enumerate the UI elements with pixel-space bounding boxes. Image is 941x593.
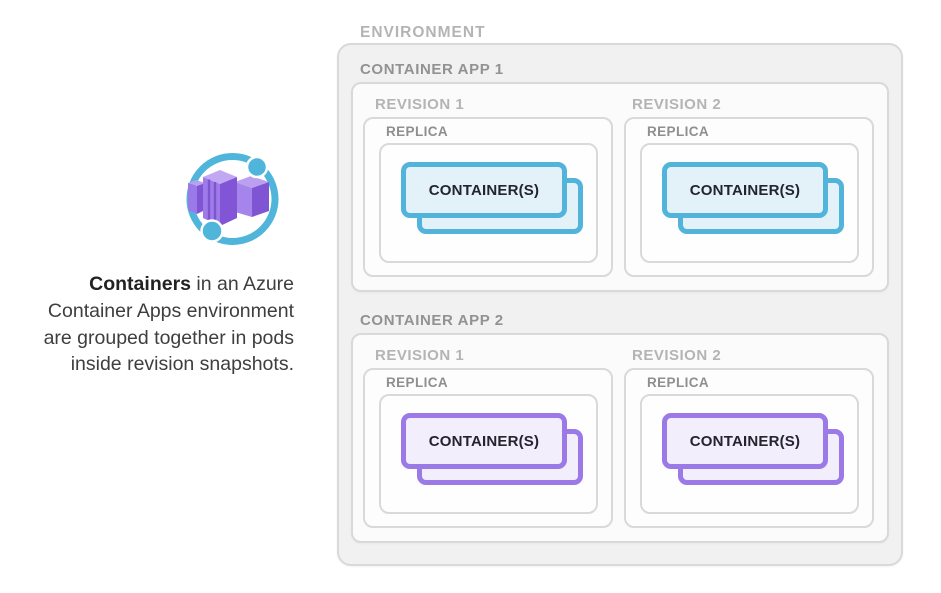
container-card-front: CONTAINER(S) [401, 162, 567, 218]
app1-revision-1-box: REPLICA CONTAINER(S) [363, 117, 613, 277]
container-card-front: CONTAINER(S) [401, 413, 567, 469]
caption-line4: inside revision snapshots. [70, 353, 294, 376]
right-box [235, 176, 269, 217]
containers-label: CONTAINER(S) [689, 181, 801, 199]
containers-label: CONTAINER(S) [428, 181, 540, 199]
container-card-front: CONTAINER(S) [662, 162, 828, 218]
app2-revision-1-replica-label: REPLICA [386, 375, 449, 390]
caption-line2: Container Apps environment [47, 299, 294, 322]
caption-line1: in an Azure [191, 273, 294, 295]
container-app-2-box: REVISION 1 REPLICA CONTAINER(S) REVISION… [351, 333, 889, 543]
container-stack: CONTAINER(S) [662, 413, 846, 489]
app1-revision-1-replica-box: CONTAINER(S) [379, 143, 598, 263]
orbit-dot-bottom [200, 219, 224, 243]
app1-revision-1-label: REVISION 1 [375, 96, 465, 113]
orbit-dot-top [245, 155, 269, 179]
container-stack: CONTAINER(S) [401, 162, 585, 238]
center-box [203, 170, 237, 226]
app2-revision-2-box: REPLICA CONTAINER(S) [624, 368, 874, 528]
container-apps-icon-svg [186, 153, 279, 245]
app1-revision-1-replica-label: REPLICA [386, 124, 449, 139]
caption-line3: are grouped together in pods [43, 326, 294, 349]
caption: Containers in an Azure Container Apps en… [2, 271, 294, 378]
app1-revision-2-replica-box: CONTAINER(S) [640, 143, 859, 263]
app2-revision-2-replica-label: REPLICA [647, 375, 710, 390]
azure-container-apps-icon [175, 140, 295, 260]
container-stack: CONTAINER(S) [401, 413, 585, 489]
app2-revision-2-replica-box: CONTAINER(S) [640, 394, 859, 514]
caption-bold: Containers [89, 273, 192, 295]
container-app-1-box: REVISION 1 REPLICA CONTAINER(S) REVISION… [351, 82, 889, 292]
left-box [188, 180, 205, 214]
environment-box: CONTAINER APP 1 REVISION 1 REPLICA CONTA… [337, 43, 903, 566]
app2-revision-1-label: REVISION 1 [375, 347, 465, 364]
app1-revision-2-replica-label: REPLICA [647, 124, 710, 139]
app1-revision-2-box: REPLICA CONTAINER(S) [624, 117, 874, 277]
containers-label: CONTAINER(S) [428, 432, 540, 450]
containers-label: CONTAINER(S) [689, 432, 801, 450]
container-app-1-label: CONTAINER APP 1 [360, 61, 504, 78]
container-card-front: CONTAINER(S) [662, 413, 828, 469]
app1-revision-2-label: REVISION 2 [632, 96, 722, 113]
app2-revision-1-replica-box: CONTAINER(S) [379, 394, 598, 514]
app2-revision-1-box: REPLICA CONTAINER(S) [363, 368, 613, 528]
container-app-2-label: CONTAINER APP 2 [360, 312, 504, 329]
app2-revision-2-label: REVISION 2 [632, 347, 722, 364]
container-stack: CONTAINER(S) [662, 162, 846, 238]
environment-label: ENVIRONMENT [360, 24, 486, 41]
